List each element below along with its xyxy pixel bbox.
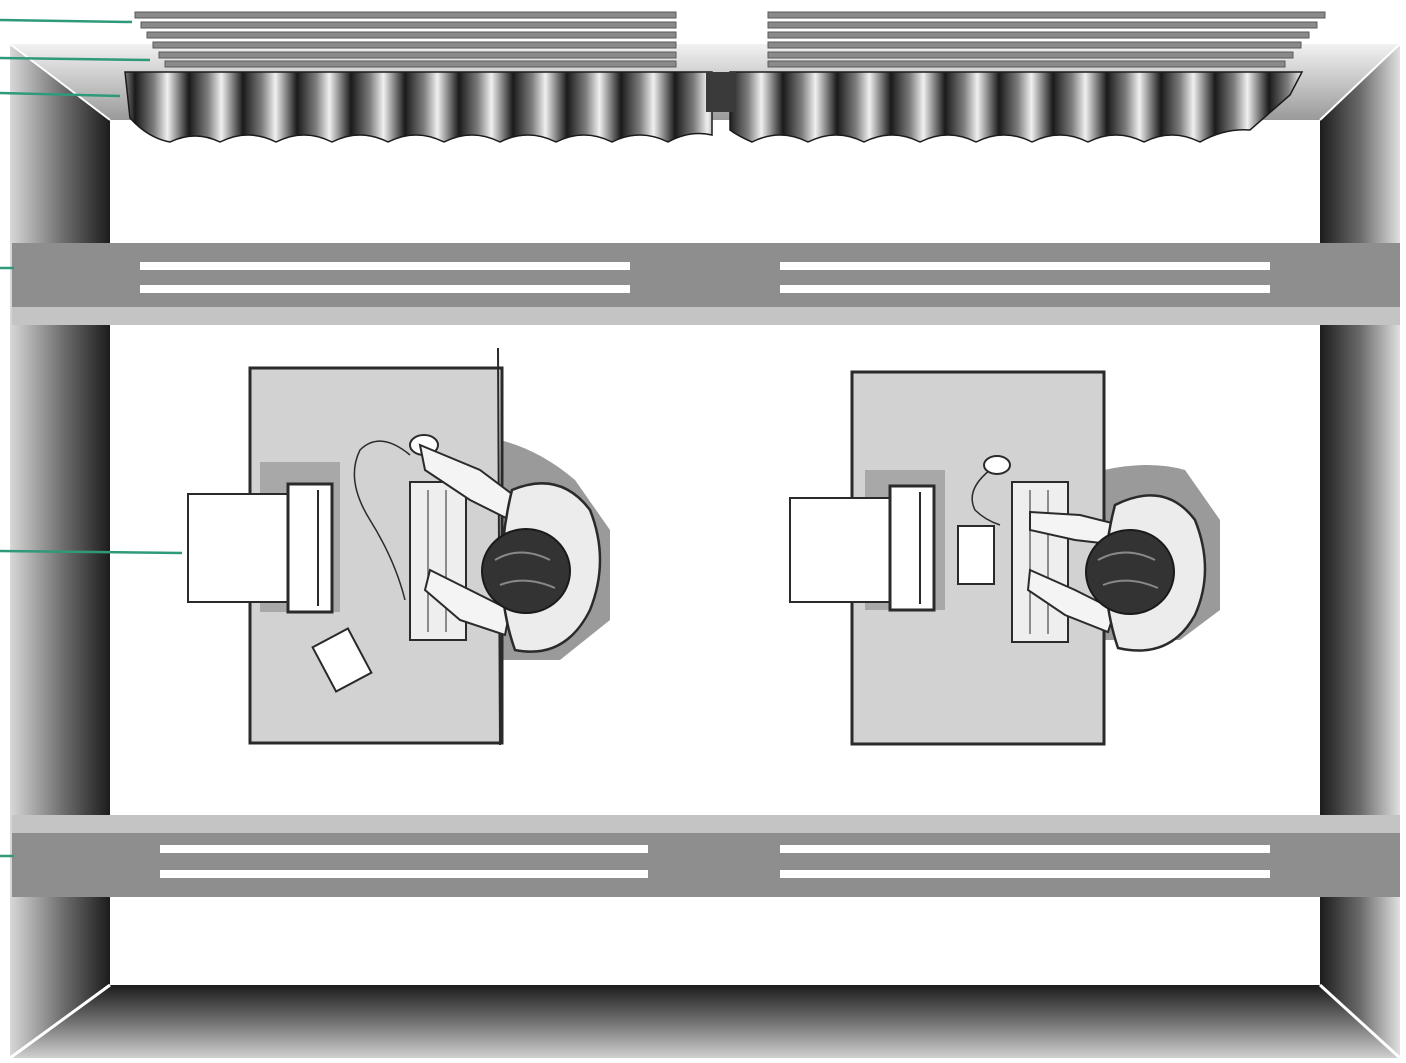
hair-detail [494,551,556,589]
leader-line-monitor [0,549,183,555]
curtain-right [729,71,1304,143]
wall-right [1320,44,1400,1058]
worker-head [1085,529,1175,615]
leader-line-blinds-inner [0,56,151,62]
mouse-cable [353,440,411,601]
fluorescent-tube [140,285,630,293]
computer-monitor-body [888,484,936,612]
ceiling-light-fixture-upper [12,243,1400,325]
curtain-valance [124,71,1304,143]
fluorescent-tube [160,845,648,853]
mouse-cable [971,469,1001,526]
fluorescent-tube [160,870,648,878]
wall-corner-line [9,43,111,121]
callout-leaders [0,18,183,858]
computer-mouse [983,455,1011,475]
fluorescent-tube [140,262,630,270]
fluorescent-tube [780,285,1270,293]
computer-monitor-screen [187,493,291,603]
curtain-rod-gap [706,72,736,112]
fluorescent-tube [780,845,1270,853]
window-blinds-right [767,11,1326,68]
hair-detail [1097,551,1159,589]
workstation-left [187,347,610,746]
worker-head [481,528,571,614]
computer-monitor-screen [789,497,893,603]
leader-line-blinds-outer [0,18,133,24]
wall-corner-line [1319,43,1401,121]
fluorescent-tube [780,870,1270,878]
leader-line-curtain [0,91,121,98]
wall-corner-line [1318,983,1402,1060]
workstation-right [789,370,1220,746]
worker-arm-lower [423,568,512,637]
computer-monitor-body [286,482,334,614]
ceiling-light-fixture-lower [12,815,1400,897]
keyboard [1011,481,1069,643]
document [311,627,373,693]
document [957,525,995,585]
curtain-left [124,71,713,143]
worker-arm-lower [1026,568,1117,634]
window-blinds-left [134,11,677,68]
wall-bottom [10,985,1400,1058]
fluorescent-tube [780,262,1270,270]
wall-corner-line [9,983,111,1060]
